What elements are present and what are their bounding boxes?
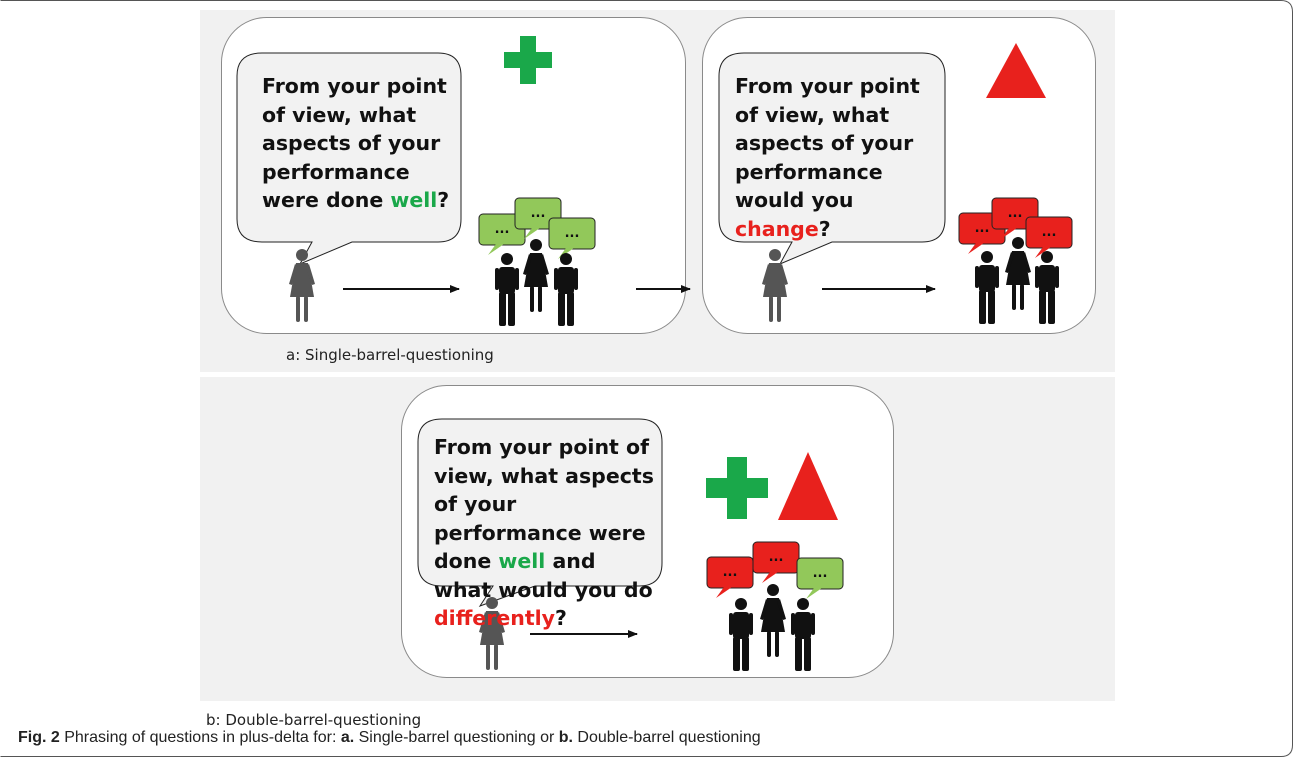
delta-triangle-icon xyxy=(986,43,1046,98)
speech-bubble-text: ... xyxy=(495,222,510,237)
plus-icon xyxy=(504,36,552,84)
panel-label-a: a: Single-barrel-questioning xyxy=(286,346,494,364)
question-bubble-a2 xyxy=(718,52,946,266)
speech-bubble-icon: ... xyxy=(1025,216,1073,259)
panel-label-b: b: Double-barrel-questioning xyxy=(206,711,422,729)
question-text-b: From your point of view, what aspects of… xyxy=(434,435,654,630)
speech-bubble-text: ... xyxy=(1042,225,1057,240)
speech-bubble-icon: ... xyxy=(991,197,1039,240)
speech-bubble-icon: ... xyxy=(514,197,562,240)
speech-bubble-icon: ... xyxy=(478,213,526,256)
speech-bubble-text: ... xyxy=(975,221,990,236)
delta-triangle-icon xyxy=(778,452,838,520)
question-bubble-b xyxy=(417,418,663,607)
question-text-a2: From your point of view, what aspects of… xyxy=(735,74,920,241)
speech-bubble-text: ... xyxy=(565,226,580,241)
question-text-a1: From your point of view, what aspects of… xyxy=(262,74,450,212)
speech-bubble-text: ... xyxy=(723,565,738,580)
speech-bubble-icon: ... xyxy=(548,217,596,260)
speech-bubble-icon: ... xyxy=(706,556,754,599)
speech-bubble-text: ... xyxy=(531,206,546,221)
speech-bubble-text: ... xyxy=(769,550,784,565)
speech-bubble-text: ... xyxy=(1008,206,1023,221)
speech-bubble-text: ... xyxy=(813,566,828,581)
speech-bubble-icon: ... xyxy=(796,557,844,600)
plus-icon xyxy=(706,457,768,519)
speech-bubble-icon: ... xyxy=(958,212,1006,255)
speech-bubble-icon: ... xyxy=(752,541,800,584)
question-bubble-a1 xyxy=(236,52,462,266)
figure-caption: Fig. 2 Phrasing of questions in plus-del… xyxy=(18,729,761,746)
